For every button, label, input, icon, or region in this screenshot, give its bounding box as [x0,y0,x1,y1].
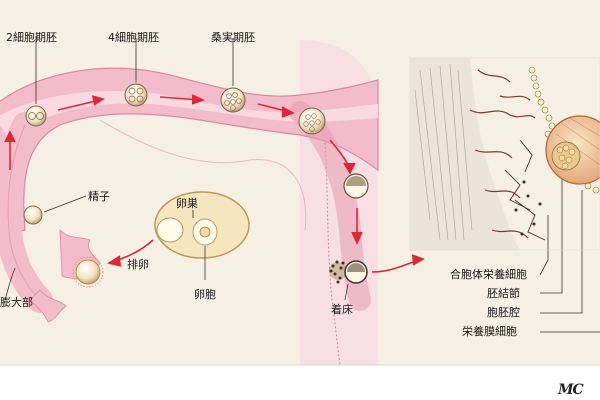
label-sperm: 精子 [88,190,110,203]
embryo-morula [220,87,246,113]
embryo-4cell [124,83,148,107]
label-ovary: 卵巣 [176,197,198,210]
endometrium-detail [410,58,600,250]
label-morula: 桑実期胚 [211,31,255,44]
label-ovulation: 排卵 [127,258,149,271]
migration-arrows [4,94,425,273]
label-ampulla: 膨大部 [0,296,33,309]
label-blastocoel: 胞胚腔 [487,306,520,319]
embryo-morula-late [298,107,326,135]
label-cytotrophoblast: 栄養膜細胞 [462,325,517,338]
label-embryonic-node: 胚結節 [487,287,520,300]
publisher-logo: MC [558,382,584,398]
embryo-implanting [329,260,368,284]
label-2cell-embryo: 2細胞期胚 [6,31,57,44]
label-4cell-embryo: 4細胞期胚 [108,31,159,44]
ovulated-egg [75,259,101,285]
embryo-blastocyst [343,173,369,199]
ruptured-follicle [156,217,184,243]
embryo-2cell [25,105,47,127]
label-syncytiotrophoblast: 合胞体栄養細胞 [450,268,527,281]
leader-lines [4,36,600,333]
fertilized-egg [23,205,43,225]
label-follicle: 卵胞 [194,288,216,301]
label-implantation: 着床 [331,303,353,316]
